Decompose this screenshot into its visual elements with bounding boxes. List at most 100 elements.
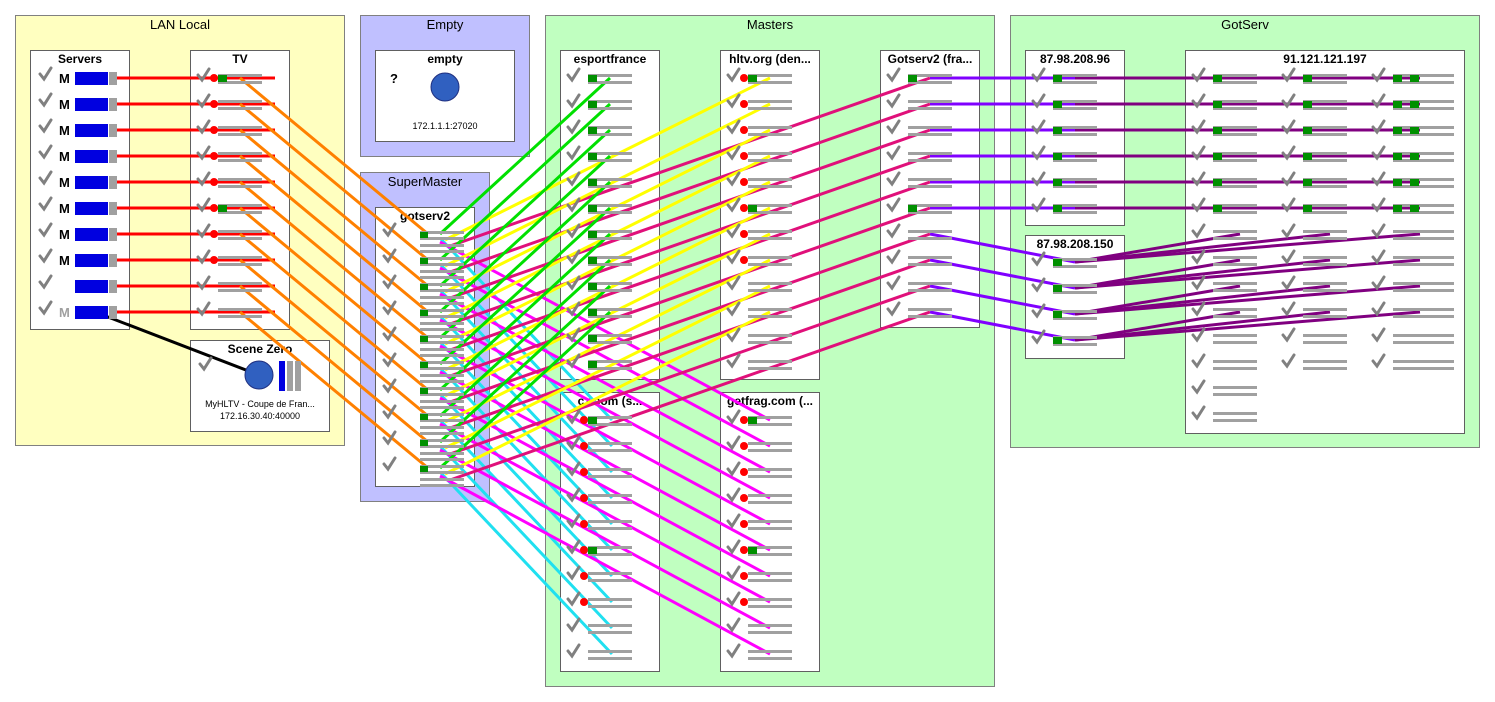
green-flag-icon xyxy=(748,417,757,424)
red-dot-icon xyxy=(740,256,748,264)
check-icon xyxy=(1281,275,1296,291)
slot-bar xyxy=(420,458,464,461)
slot-bar xyxy=(1053,258,1097,261)
green-flag-icon xyxy=(1303,153,1312,160)
connection-line xyxy=(439,344,771,526)
green-flag-icon xyxy=(908,75,917,82)
check-icon xyxy=(566,565,581,581)
check-icon xyxy=(1281,119,1296,135)
slot-bar xyxy=(748,546,792,549)
slot-bar xyxy=(748,133,792,136)
check-icon xyxy=(566,353,581,369)
slot-bar xyxy=(1303,126,1347,129)
slot-bar xyxy=(748,501,792,504)
slot-bar xyxy=(1053,74,1097,77)
slot-bar xyxy=(748,367,792,370)
server-marker: M xyxy=(59,175,70,190)
slot-bar xyxy=(748,81,792,84)
slot-bar xyxy=(588,341,632,344)
slot-bar xyxy=(748,416,792,419)
slot-bar xyxy=(1213,315,1257,318)
green-flag-icon xyxy=(588,127,597,134)
slot-bar xyxy=(1213,263,1257,266)
red-dot-icon xyxy=(580,598,588,606)
check-icon xyxy=(726,487,741,503)
connection-line xyxy=(929,310,1076,342)
slot-bar xyxy=(908,178,952,181)
connection-line xyxy=(449,310,931,482)
slot-bar xyxy=(420,426,464,429)
slot-bar xyxy=(420,309,464,312)
hltv-globe-icon xyxy=(244,360,274,390)
slot-bar xyxy=(218,308,262,311)
connection-line xyxy=(239,154,429,314)
slot-bar xyxy=(1053,178,1097,181)
server-bar-tail xyxy=(109,254,117,267)
check-icon xyxy=(1191,93,1206,109)
slot-bar xyxy=(1053,336,1097,339)
connection-line xyxy=(439,448,771,630)
slot-bar xyxy=(748,152,792,155)
slot-bar xyxy=(1053,317,1097,320)
check-icon xyxy=(196,301,211,317)
slot-bar xyxy=(218,81,262,84)
green-flag-icon xyxy=(1053,205,1062,212)
connection-line xyxy=(438,392,614,578)
slot-bar xyxy=(1410,81,1454,84)
slot-bar xyxy=(1053,265,1097,268)
server-marker: M xyxy=(59,253,70,268)
slot-bar xyxy=(748,282,792,285)
slot-bar xyxy=(588,360,632,363)
slot-bar xyxy=(1410,204,1454,207)
slot-bar xyxy=(420,270,464,273)
slot-bar xyxy=(748,211,792,214)
connection-line xyxy=(239,310,429,470)
green-flag-icon xyxy=(748,205,757,212)
slot-bar xyxy=(1213,126,1257,129)
check-icon xyxy=(566,539,581,555)
check-icon xyxy=(566,617,581,633)
green-flag-icon xyxy=(1303,75,1312,82)
connection-line xyxy=(439,292,771,474)
check-icon xyxy=(382,274,397,290)
panel-title: TV xyxy=(232,52,248,66)
check-icon xyxy=(886,67,901,83)
check-icon xyxy=(566,487,581,503)
slot-bar xyxy=(218,282,262,285)
server-marker: M xyxy=(59,71,70,86)
slot-bar xyxy=(1053,310,1097,313)
slot-bar xyxy=(588,442,632,445)
check-icon xyxy=(566,435,581,451)
red-dot-icon xyxy=(580,442,588,450)
slot-bar xyxy=(1213,386,1257,389)
check-icon xyxy=(566,301,581,317)
slot-bar xyxy=(908,230,952,233)
green-flag-icon xyxy=(1410,205,1419,212)
check-icon xyxy=(1031,277,1046,293)
slot-bar xyxy=(908,256,952,259)
red-dot-icon xyxy=(740,442,748,450)
slot-bar xyxy=(588,423,632,426)
slot-bar xyxy=(1410,178,1454,181)
connection-line xyxy=(1074,232,1241,264)
red-dot-icon xyxy=(740,74,748,82)
green-flag-icon xyxy=(1213,101,1222,108)
slot-bar xyxy=(588,256,632,259)
slot-bar xyxy=(748,100,792,103)
check-icon xyxy=(726,409,741,425)
check-icon xyxy=(726,435,741,451)
connection-line xyxy=(239,206,429,366)
connection-line xyxy=(438,232,612,392)
slot-bar xyxy=(748,74,792,77)
green-flag-icon xyxy=(1053,259,1062,266)
slot-bar xyxy=(588,178,632,181)
slot-bar xyxy=(748,423,792,426)
panel-title: Servers xyxy=(57,52,103,66)
green-flag-icon xyxy=(588,361,597,368)
slot-bar xyxy=(908,107,952,110)
slot-bar xyxy=(1303,211,1347,214)
check-icon xyxy=(726,145,741,161)
slot-bar xyxy=(588,475,632,478)
red-dot-icon xyxy=(210,204,218,212)
